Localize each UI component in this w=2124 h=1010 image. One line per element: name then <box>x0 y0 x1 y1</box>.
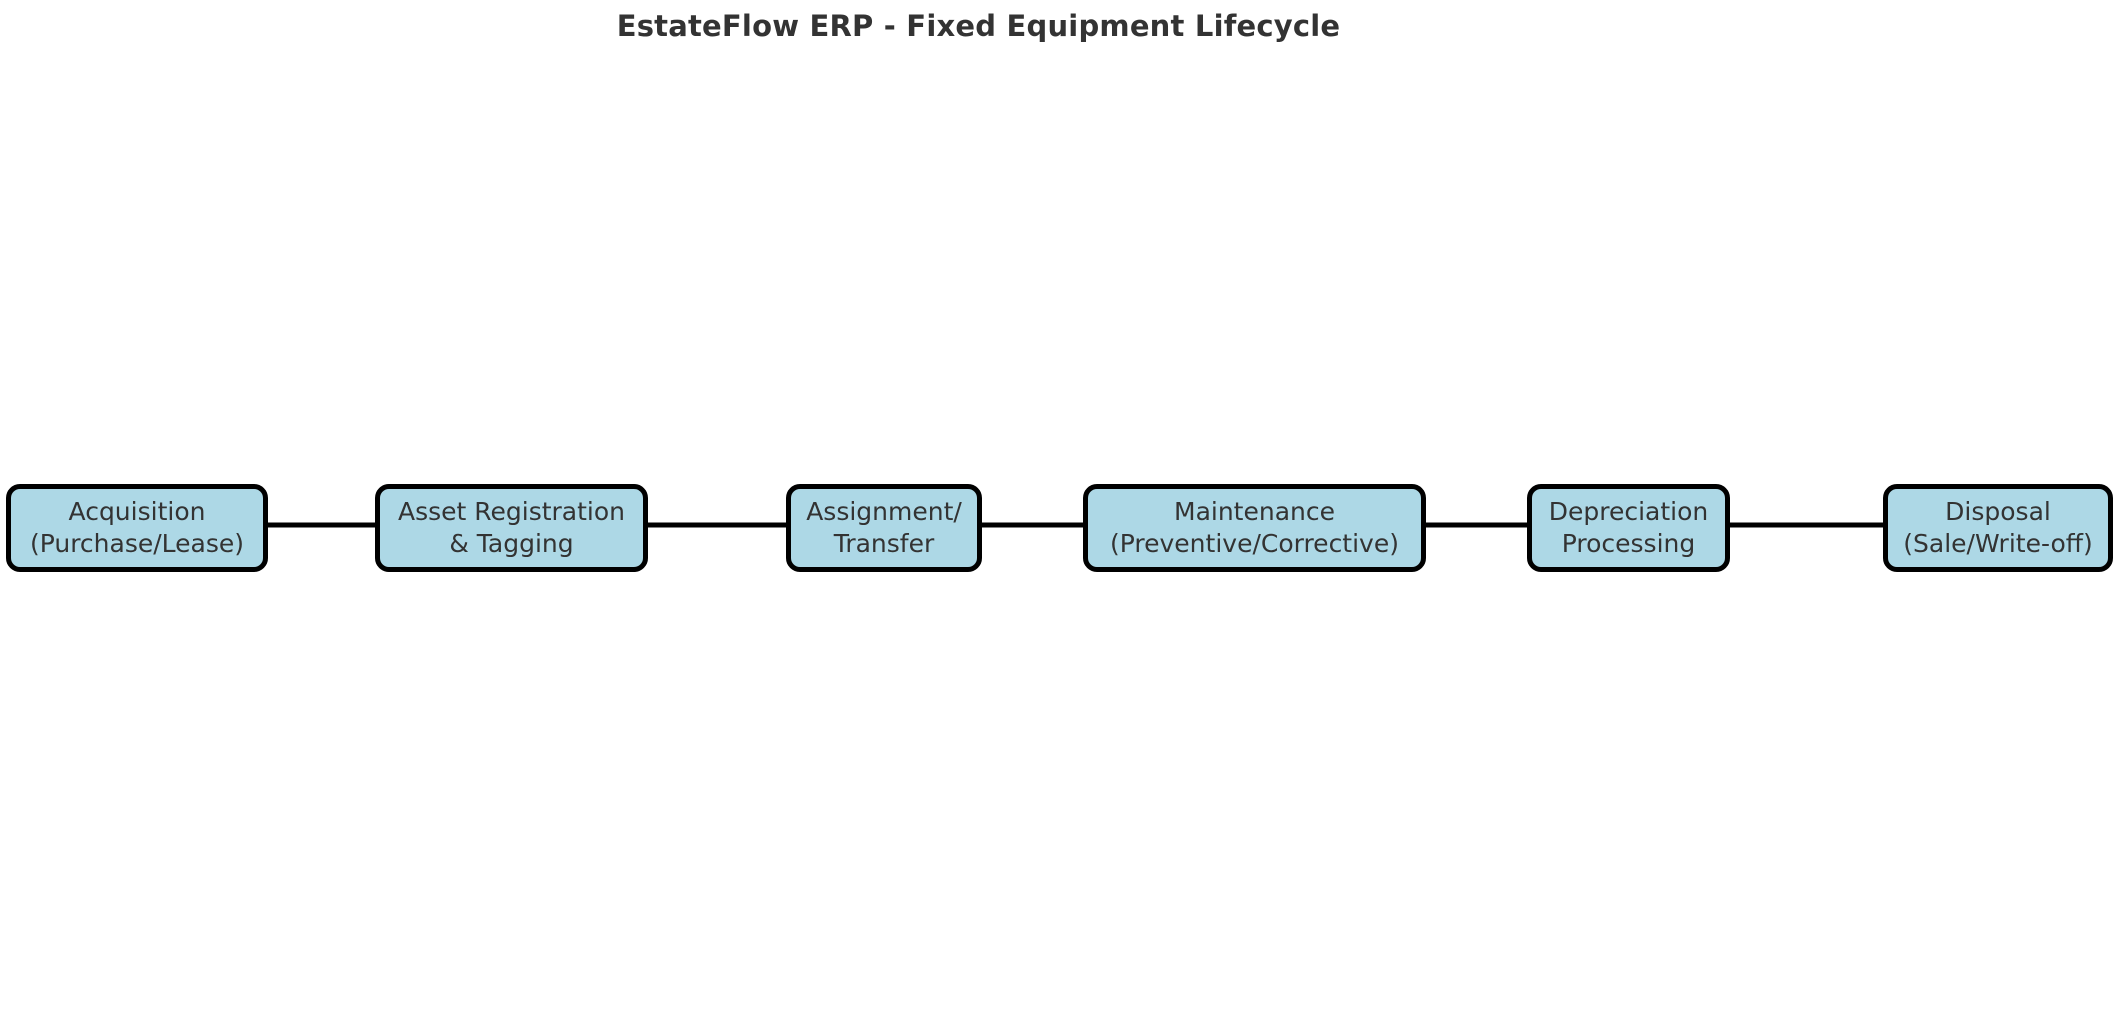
flow-node-label: Acquisition (Purchase/Lease) <box>29 497 245 558</box>
flow-node-label: Depreciation Processing <box>1548 497 1709 558</box>
flow-node-registration[interactable]: Asset Registration & Tagging <box>375 484 648 572</box>
page-title: EstateFlow ERP - Fixed Equipment Lifecyc… <box>616 9 1341 43</box>
flow-node-assignment[interactable]: Assignment/ Transfer <box>786 484 982 572</box>
flow-node-label: Disposal (Sale/Write-off) <box>1903 497 2093 558</box>
flow-node-depreciation[interactable]: Depreciation Processing <box>1527 484 1730 572</box>
flow-node-label: Maintenance (Preventive/Corrective) <box>1110 497 1399 558</box>
flow-node-label: Asset Registration & Tagging <box>397 497 626 558</box>
flow-node-acquisition[interactable]: Acquisition (Purchase/Lease) <box>6 484 268 572</box>
flow-node-disposal[interactable]: Disposal (Sale/Write-off) <box>1883 484 2113 572</box>
flow-node-label: Assignment/ Transfer <box>806 497 962 558</box>
flow-node-maintenance[interactable]: Maintenance (Preventive/Corrective) <box>1083 484 1426 572</box>
